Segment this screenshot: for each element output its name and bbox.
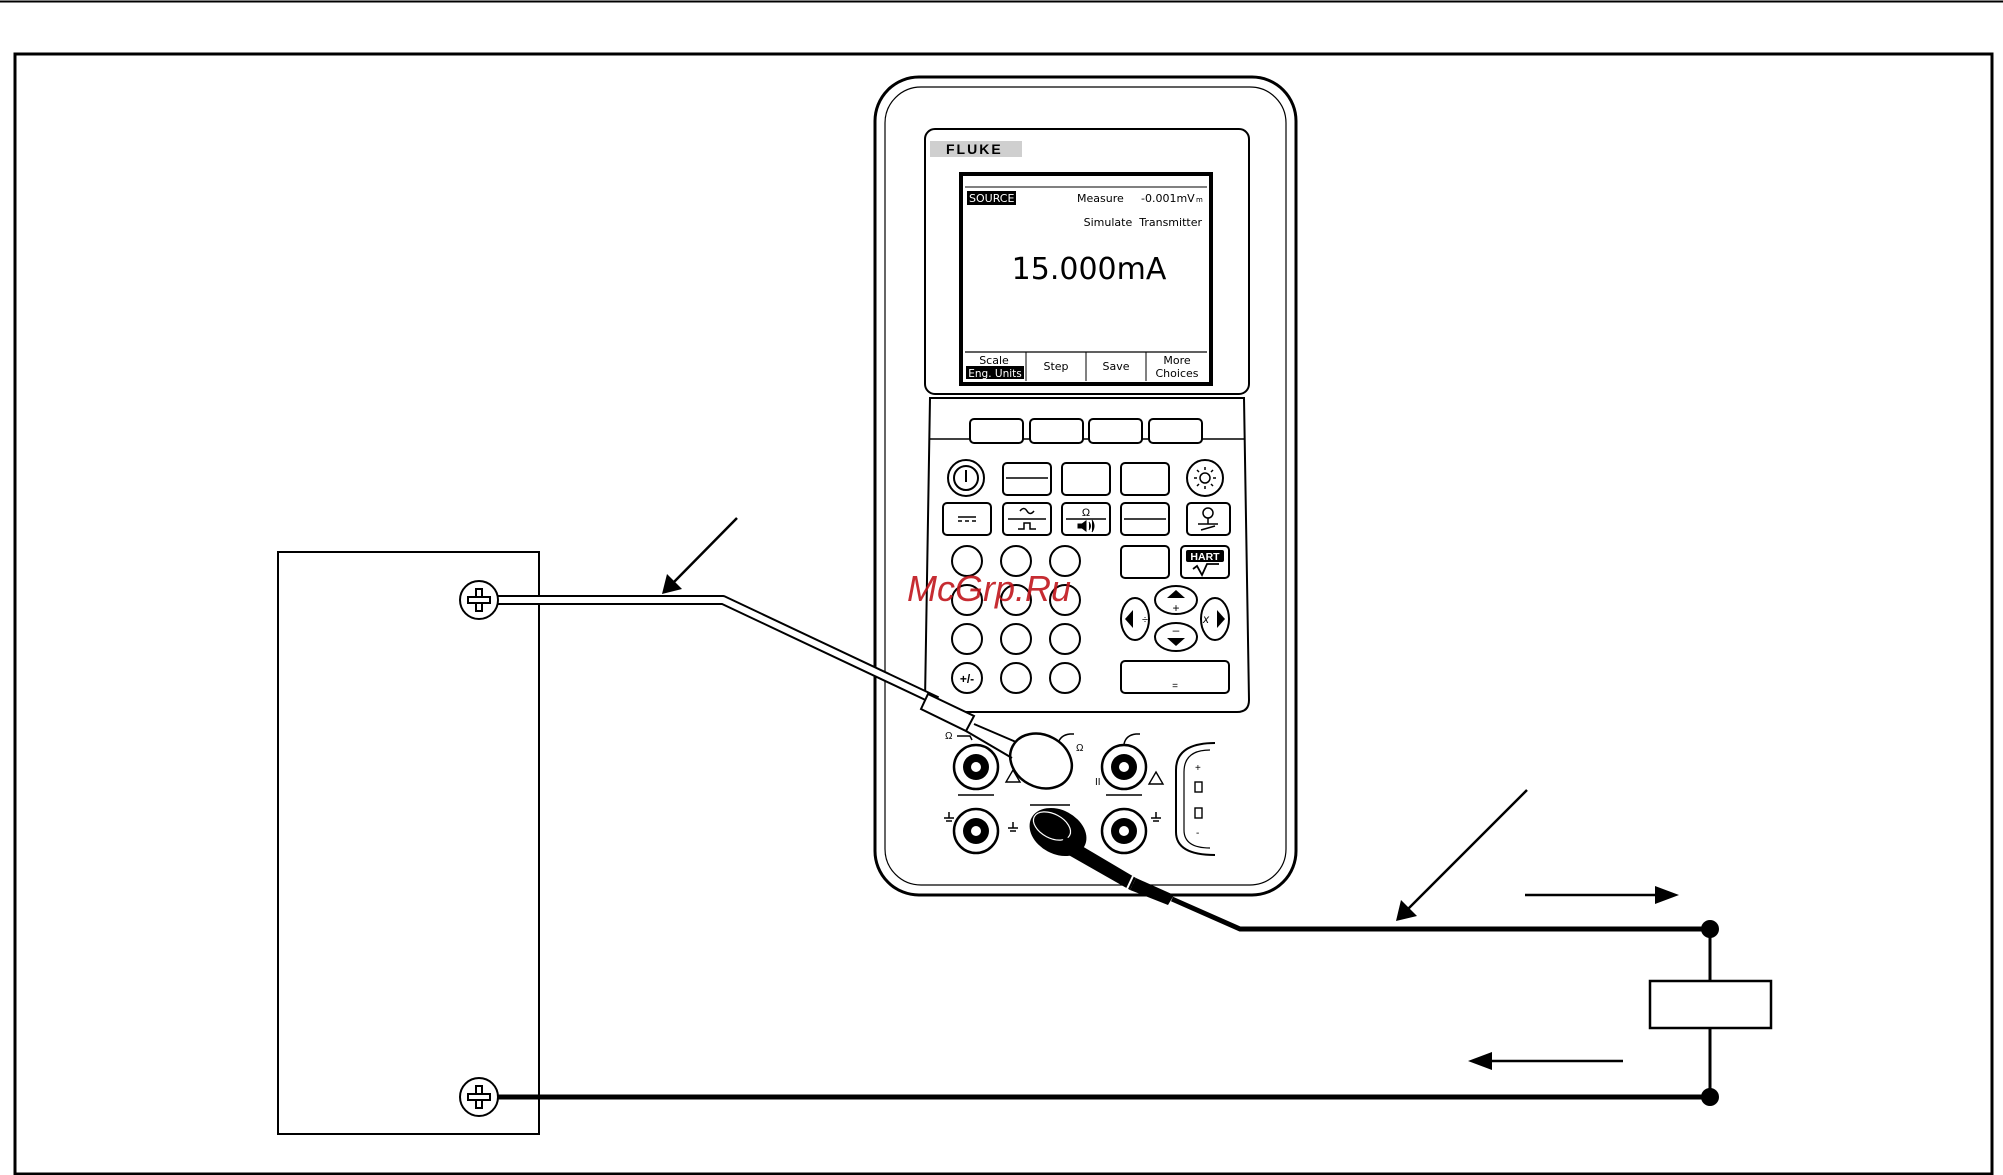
calibrator: FLUKE SOURCE Measure -0.001mV m Simulate… [875, 77, 1296, 895]
softkey-3-label: Save [1102, 360, 1129, 373]
terminal-screw-icon [460, 581, 498, 619]
test-lead-white-fill [479, 600, 937, 701]
function-label: Simulate Transmitter [1084, 216, 1203, 229]
key-right-blank[interactable] [1121, 546, 1169, 578]
softkey-4-line2: Choices [1156, 367, 1199, 380]
measure-label: Measure [1077, 192, 1124, 205]
minus-label: – [1173, 623, 1180, 637]
equals-label: = [1172, 681, 1178, 692]
terminal-jack-1-hole [971, 762, 981, 772]
softkey-1-line1: Scale [979, 354, 1009, 367]
terminal-jack-3-hole [1119, 762, 1129, 772]
softkey-2-label: Step [1043, 360, 1068, 373]
key-1[interactable] [952, 624, 982, 654]
key-row1-b[interactable] [1062, 463, 1110, 495]
softkey-button-2[interactable] [1030, 419, 1083, 443]
softkey-1-line2: Eng. Units [968, 368, 1021, 380]
terminal-ohm-right-label: Ω [1076, 743, 1084, 754]
socket-minus-label: - [1196, 828, 1199, 839]
decimal-key[interactable] [1050, 663, 1080, 693]
callout-arrow-white-lead [662, 518, 737, 594]
key-0[interactable] [1001, 663, 1031, 693]
load-resistor [1650, 981, 1771, 1028]
key-2[interactable] [1001, 624, 1031, 654]
terminal-ohm-left-label: Ω [945, 731, 953, 742]
test-lead-black-wire [1172, 899, 1710, 929]
current-flow-arrow-return [1468, 1052, 1623, 1070]
loop-device-box [278, 552, 539, 1134]
mode-label: SOURCE [969, 192, 1014, 205]
terminal-ii-label: II [1095, 777, 1101, 788]
node-dot-top [1701, 920, 1719, 938]
measure-value: -0.001mV [1141, 192, 1195, 205]
key-3[interactable] [1050, 624, 1080, 654]
terminal-screw-icon-lower [460, 1078, 498, 1116]
ohm-continuity-icon: Ω [1082, 507, 1090, 519]
plusminus-label: +/- [960, 672, 974, 686]
divide-symbol: ÷ [1142, 614, 1148, 626]
test-lead-white [479, 600, 937, 701]
backlight-button[interactable] [1187, 460, 1223, 496]
plus-label: + [1172, 601, 1179, 615]
key-row1-c[interactable] [1121, 463, 1169, 495]
main-reading: 15.000mA [1012, 252, 1167, 287]
terminal-jack-2-hole [971, 826, 981, 836]
measure-unit-suffix: m [1196, 196, 1203, 204]
current-flow-arrow-icon [1525, 886, 1679, 904]
brand-logo: FLUKE [946, 141, 1003, 157]
softkey-button-1[interactable] [970, 419, 1023, 443]
softkey-4-line1: More [1163, 354, 1191, 367]
watermark: McGrp.Ru [907, 568, 1071, 609]
callout-arrow-black-lead [1396, 790, 1527, 921]
dc-key[interactable] [943, 503, 991, 535]
softkey-button-4[interactable] [1149, 419, 1202, 443]
socket-plus-label: + [1195, 763, 1201, 774]
softkey-button-3[interactable] [1089, 419, 1142, 443]
terminal-jack-4-hole [1119, 826, 1129, 836]
hart-label: HART [1190, 551, 1220, 563]
key-row1-a[interactable] [1003, 463, 1051, 495]
node-dot-bottom [1701, 1088, 1719, 1106]
multiply-symbol: x [1202, 612, 1210, 626]
